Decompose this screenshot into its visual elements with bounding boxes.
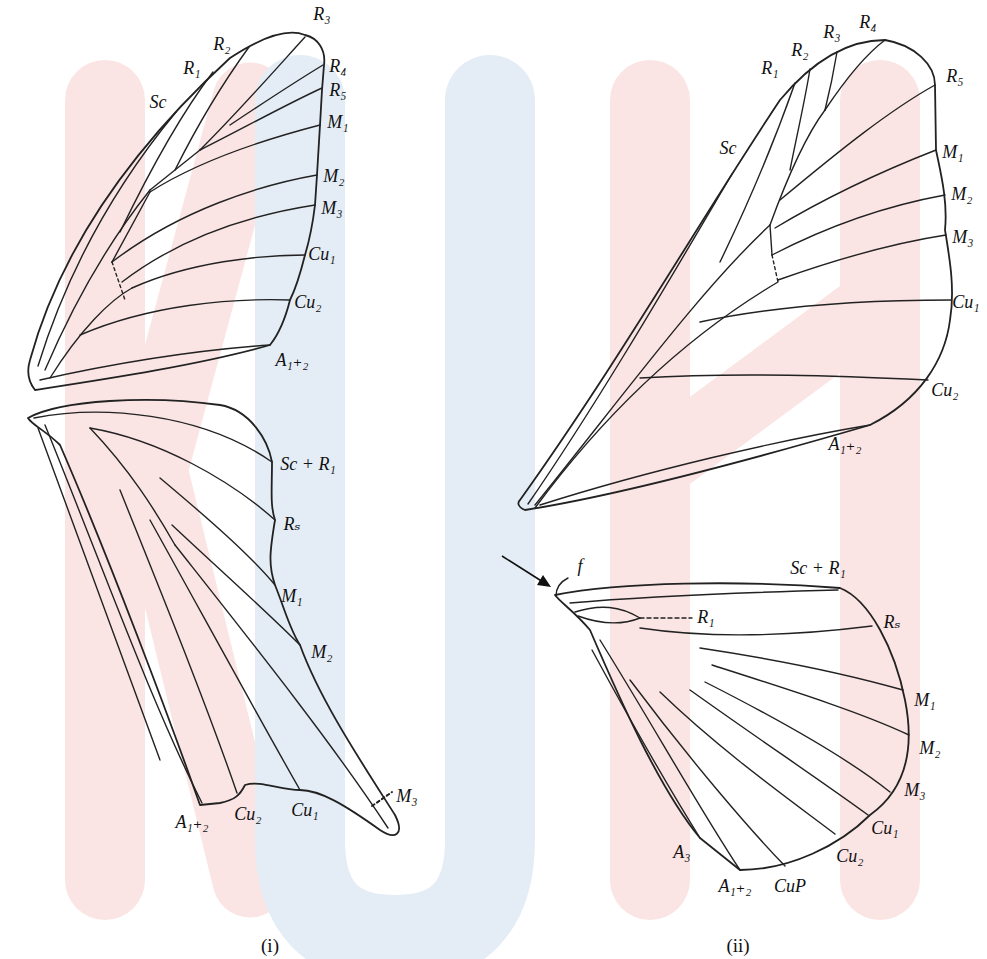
vein-label: Sc + R₁ — [790, 559, 845, 577]
vein-label: Cu₂ — [931, 381, 958, 399]
vein-label: R₃ — [823, 23, 840, 41]
wing-outline — [28, 33, 952, 870]
vein-label: CuP — [774, 877, 806, 895]
vein-label: M₃ — [396, 787, 417, 805]
figure-label: (ii) — [726, 936, 749, 955]
vein-label: M₂ — [323, 167, 344, 185]
vein-label: R₅ — [946, 67, 963, 85]
vein-label: Cu₂ — [234, 805, 261, 823]
vein-label: R₂ — [791, 41, 808, 59]
vein-label: M₁ — [914, 691, 935, 709]
vein-label: Cu₂ — [836, 847, 863, 865]
vein-label: Rₛ — [883, 613, 900, 631]
vein-label: R₄ — [859, 13, 876, 31]
vein-label: R₁ — [761, 59, 778, 77]
vein-label: Sc — [720, 139, 737, 157]
vein-label: Cu₁ — [291, 801, 318, 819]
vein-label: M₃ — [321, 199, 342, 217]
vein-label: R₁ — [183, 59, 200, 77]
vein-label: A₁₊₂ — [175, 813, 208, 831]
vein-label: M₂ — [919, 739, 940, 757]
vein-label: A₁₊₂ — [275, 351, 308, 369]
vein-label: M₂ — [311, 643, 332, 661]
pointer-arrow — [502, 556, 551, 587]
vein-label: A₁₊₂ — [718, 877, 751, 895]
figure-label: (i) — [261, 936, 279, 955]
vein-label: Rₛ — [283, 515, 300, 533]
vein-label: M₁ — [281, 587, 302, 605]
vein-label: A₃ — [673, 843, 690, 861]
vein-label: R₄ — [329, 57, 346, 75]
vein-label: A₁₊₂ — [828, 435, 861, 453]
watermark — [105, 100, 880, 940]
vein-label: R₁ — [697, 608, 714, 626]
vein-label: Sc — [150, 93, 167, 111]
vein-label: f — [577, 557, 582, 575]
vein-label: M₃ — [952, 228, 973, 246]
vein-label: Cu₁ — [952, 293, 979, 311]
vein-label: R₅ — [329, 81, 346, 99]
wing-veins — [34, 37, 951, 870]
vein-label: M₃ — [904, 781, 925, 799]
vein-label: R₃ — [313, 5, 330, 23]
vein-label: Cu₁ — [871, 819, 898, 837]
vein-label: Cu₂ — [294, 293, 321, 311]
vein-label: Cu₁ — [308, 245, 335, 263]
vein-label: Sc + R₁ — [280, 455, 335, 473]
vein-label: M₁ — [327, 113, 348, 131]
vein-label: R₂ — [213, 35, 230, 53]
vein-label: M₂ — [951, 185, 972, 203]
vein-label: M₁ — [942, 143, 963, 161]
